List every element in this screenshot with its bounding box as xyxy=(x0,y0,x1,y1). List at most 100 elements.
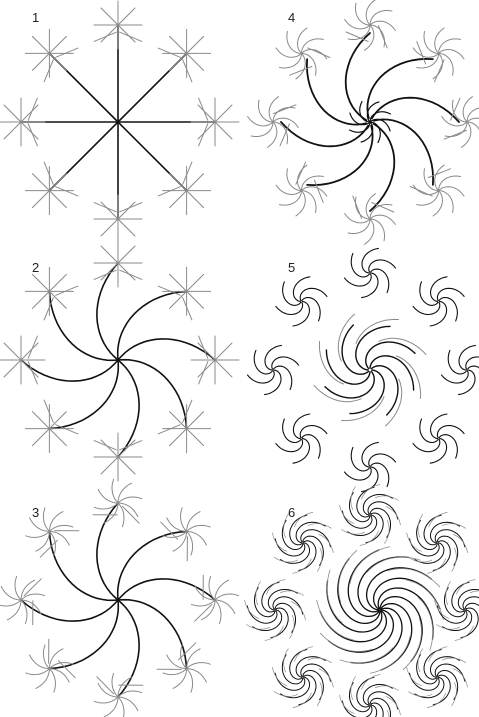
satellite-arm xyxy=(118,483,132,503)
satellite-ray xyxy=(187,36,204,53)
connector-dash xyxy=(44,162,53,184)
satellite-ray xyxy=(198,122,215,139)
satellite-spiral-outer xyxy=(280,591,303,596)
satellite-arm xyxy=(98,683,118,697)
satellite-spiral xyxy=(466,357,479,369)
satellite-ray xyxy=(101,263,118,280)
satellite-ray xyxy=(187,53,204,70)
satellite-ray xyxy=(118,8,135,25)
satellite-ray xyxy=(101,246,118,263)
connector-dash xyxy=(435,60,445,82)
satellite-arm xyxy=(104,697,118,717)
satellite-ray xyxy=(215,360,232,377)
satellite-arm xyxy=(187,525,211,531)
satellite-spiral xyxy=(351,447,369,471)
connector-dash xyxy=(44,60,53,82)
satellite-ray xyxy=(49,274,66,291)
satellite-arm xyxy=(94,697,118,703)
satellite-ray xyxy=(101,8,118,25)
satellite-ray xyxy=(101,219,118,236)
satellite-arm xyxy=(0,600,21,606)
panel-5: 5 xyxy=(248,248,479,491)
center-arm xyxy=(370,124,394,211)
satellite-spiral xyxy=(254,350,272,374)
satellite-ray xyxy=(170,191,187,208)
satellite-spiral-outer xyxy=(418,649,423,672)
center-spiral xyxy=(325,371,374,398)
satellite-spiral-outer xyxy=(317,683,322,706)
center-spiral-outer xyxy=(317,600,354,640)
connector-dash xyxy=(183,298,192,320)
panel-label: 1 xyxy=(32,10,39,25)
connector-dash xyxy=(56,48,78,57)
center-spiral-outer xyxy=(403,618,421,670)
center-spiral-outer xyxy=(397,356,421,399)
center-arm xyxy=(21,360,118,381)
center-spiral-outer xyxy=(342,397,385,421)
center-spiral-outer xyxy=(388,569,440,587)
satellite-spiral-outer xyxy=(385,520,390,543)
satellite-arm xyxy=(201,600,215,620)
center-spiral-outer xyxy=(319,342,343,385)
satellite-ray xyxy=(187,174,204,191)
panel-1: 1 xyxy=(0,1,239,243)
satellite-spiral-outer xyxy=(308,524,331,529)
connector-dash xyxy=(28,124,37,146)
panel-3: 3 xyxy=(0,479,239,717)
connector-dash xyxy=(28,336,37,358)
satellite-arm xyxy=(173,669,187,689)
satellite-arm xyxy=(98,489,118,503)
center-arm xyxy=(97,503,118,600)
satellite-spiral xyxy=(302,298,320,322)
panel-4: 4 xyxy=(248,0,479,244)
satellite-spiral-outer xyxy=(256,582,261,605)
connector-dash xyxy=(158,48,180,57)
connector-dash xyxy=(274,105,296,114)
satellite-arm xyxy=(26,531,50,537)
satellite-spiral xyxy=(448,350,466,374)
satellite-arm xyxy=(118,497,142,503)
satellite-spiral-outer xyxy=(375,496,398,501)
center-arm xyxy=(281,122,368,146)
satellite-arm xyxy=(30,655,50,669)
connector-dash xyxy=(410,187,432,197)
satellite-ray xyxy=(101,457,118,474)
satellite-ray xyxy=(101,440,118,457)
satellite-arm xyxy=(187,649,201,669)
satellite-ray xyxy=(32,274,49,291)
connector-dash xyxy=(199,98,208,120)
satellite-spiral-outer xyxy=(452,548,457,571)
satellite-spiral-outer xyxy=(437,625,460,630)
satellite-arm xyxy=(187,669,207,683)
satellite-ray xyxy=(170,429,187,446)
center-arm xyxy=(346,33,370,120)
connector-dash xyxy=(120,32,142,41)
satellite-spiral-outer xyxy=(452,683,457,706)
connector-dash xyxy=(58,661,75,678)
satellite-arm xyxy=(181,508,187,532)
satellite-ray xyxy=(215,343,232,360)
satellite-spiral xyxy=(439,298,457,322)
satellite-spiral-outer xyxy=(409,692,432,697)
satellite-spiral xyxy=(283,419,301,443)
satellite-spiral-outer xyxy=(375,686,398,691)
connector-dash xyxy=(94,203,116,212)
satellite-arm xyxy=(167,518,187,532)
center-spiral xyxy=(366,342,415,369)
center-spiral xyxy=(356,326,390,370)
center-spiral xyxy=(378,588,433,639)
satellite-spiral-outer xyxy=(446,582,451,605)
satellite-ray xyxy=(215,122,232,139)
satellite-ray xyxy=(198,343,215,360)
connector-dash xyxy=(183,60,192,82)
satellite-ray xyxy=(32,291,49,308)
connector-dash xyxy=(28,362,37,384)
satellite-ray xyxy=(32,36,49,53)
connector-dash xyxy=(94,441,116,450)
connector-dash xyxy=(120,270,142,279)
center-arm xyxy=(21,600,118,621)
satellite-spiral-outer xyxy=(351,677,356,700)
pattern-spirals xyxy=(248,248,479,491)
satellite-ray xyxy=(4,105,21,122)
